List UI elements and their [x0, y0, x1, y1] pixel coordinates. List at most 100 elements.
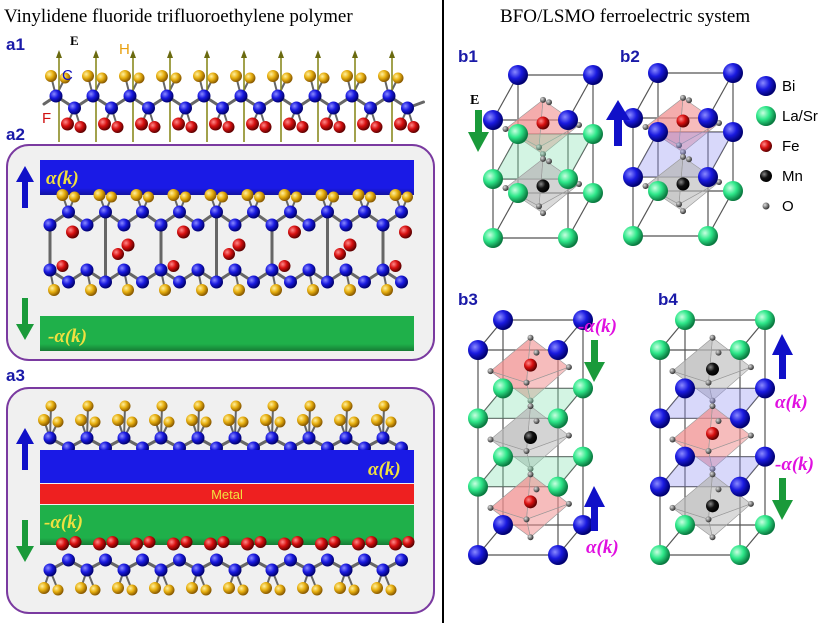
carbon-atom [191, 563, 205, 577]
bismuth-atom [583, 65, 603, 85]
a2-bottom-label: -α(k) [48, 326, 87, 347]
carbon-atom [358, 205, 371, 219]
carbon-atom [99, 205, 112, 219]
bismuth-atom [493, 515, 513, 535]
oxygen-atom [527, 534, 534, 541]
lanthanum-strontium-atom [493, 446, 513, 467]
hydrogen-atom [223, 414, 235, 426]
hydrogen-atom [311, 416, 323, 428]
oxygen-atom [527, 465, 534, 472]
lanthanum-strontium-atom [675, 310, 695, 330]
fluorine-atom [121, 238, 135, 252]
oxygen-atom [502, 185, 509, 191]
oxygen-atom [487, 436, 494, 443]
carbon-atom [339, 263, 353, 277]
bismuth-atom [468, 340, 488, 360]
a2-top-band-shade [40, 188, 414, 195]
fluorine-atom [320, 117, 333, 131]
fluorine-atom [246, 117, 259, 131]
carbon-atom [302, 263, 316, 277]
bismuth-atom [623, 167, 643, 187]
field-arrowhead [278, 50, 284, 58]
carbon-atom [117, 263, 131, 277]
carbon-atom [265, 218, 279, 232]
b1-field-label-e: E [470, 93, 479, 108]
manganese-atom [524, 431, 537, 444]
field-arrowhead [56, 50, 62, 58]
hydrogen-atom [237, 584, 249, 596]
hydrogen-atom [318, 72, 330, 84]
hydrogen-atom [75, 582, 87, 594]
oxygen-atom [502, 126, 509, 132]
bismuth-atom [650, 408, 670, 429]
fluorine-atom [130, 537, 143, 551]
carbon-atom [302, 431, 316, 445]
fluorine-atom [167, 260, 180, 272]
carbon-atom [62, 275, 75, 289]
iron-atom [524, 495, 537, 509]
a3-bottom-label: -α(k) [44, 512, 83, 533]
fluorine-atom [204, 537, 217, 551]
hydrogen-atom [200, 584, 212, 596]
carbon-atom [99, 275, 112, 289]
hydrogen-atom [167, 189, 180, 201]
b4-up-arrow [772, 334, 793, 379]
hydrogen-atom [355, 72, 367, 84]
oxygen-atom [716, 179, 722, 185]
oxygen-atom [680, 149, 686, 156]
a3-top-chain [38, 400, 414, 472]
fluorine-atom [106, 536, 119, 548]
bismuth-atom [648, 63, 668, 83]
oxygen-atom [546, 158, 552, 165]
oxygen-atom [716, 120, 722, 126]
carbon-atom [228, 563, 242, 577]
carbon-atom [86, 89, 100, 103]
carbon-atom [228, 431, 242, 445]
carbon-atom [284, 275, 297, 289]
carbon-atom [228, 263, 242, 277]
carbon-atom [191, 431, 205, 445]
carbon-atom [302, 563, 316, 577]
hydrogen-atom [193, 70, 205, 82]
legend-swatch-la-sr [756, 106, 776, 126]
carbon-atom [302, 218, 316, 232]
carbon-atom [197, 89, 211, 103]
hydrogen-atom [93, 189, 106, 201]
panel-label-a2: a2 [6, 125, 25, 144]
iron-atom [536, 116, 550, 130]
bismuth-atom [675, 378, 695, 399]
lanthanum-strontium-atom [468, 476, 488, 497]
oxygen-atom [565, 500, 572, 507]
octahedron-face [678, 181, 720, 212]
field-arrowhead [315, 50, 321, 58]
bismuth-atom [730, 476, 750, 497]
lanthanum-strontium-atom [558, 169, 578, 189]
a3-metal-label: Metal [211, 487, 243, 502]
lanthanum-strontium-atom [583, 124, 603, 144]
fluorine-atom [167, 537, 180, 551]
left-title: Vinylidene fluoride trifluoroethylene po… [4, 6, 353, 27]
bismuth-atom [493, 310, 513, 330]
fluorine-atom [254, 536, 267, 548]
oxygen-atom [676, 201, 682, 208]
lanthanum-strontium-atom [548, 476, 568, 497]
hydrogen-atom [389, 189, 402, 201]
manganese-atom [706, 499, 719, 513]
carbon-atom [376, 263, 390, 277]
fluorine-atom [111, 121, 124, 133]
carbon-atom [173, 205, 186, 219]
carbon-atom [284, 205, 297, 219]
hydrogen-atom [270, 284, 282, 296]
fluorine-atom [389, 260, 402, 272]
carbon-atom [284, 553, 297, 567]
hydrogen-atom [45, 70, 57, 82]
bismuth-atom [755, 378, 775, 399]
hydrogen-atom [244, 72, 256, 84]
fluorine-atom [328, 536, 341, 548]
hydrogen-atom [348, 416, 360, 428]
fluorine-atom [278, 537, 291, 551]
bismuth-atom [548, 340, 568, 360]
hydrogen-atom [159, 284, 171, 296]
carbon-atom [80, 563, 94, 577]
